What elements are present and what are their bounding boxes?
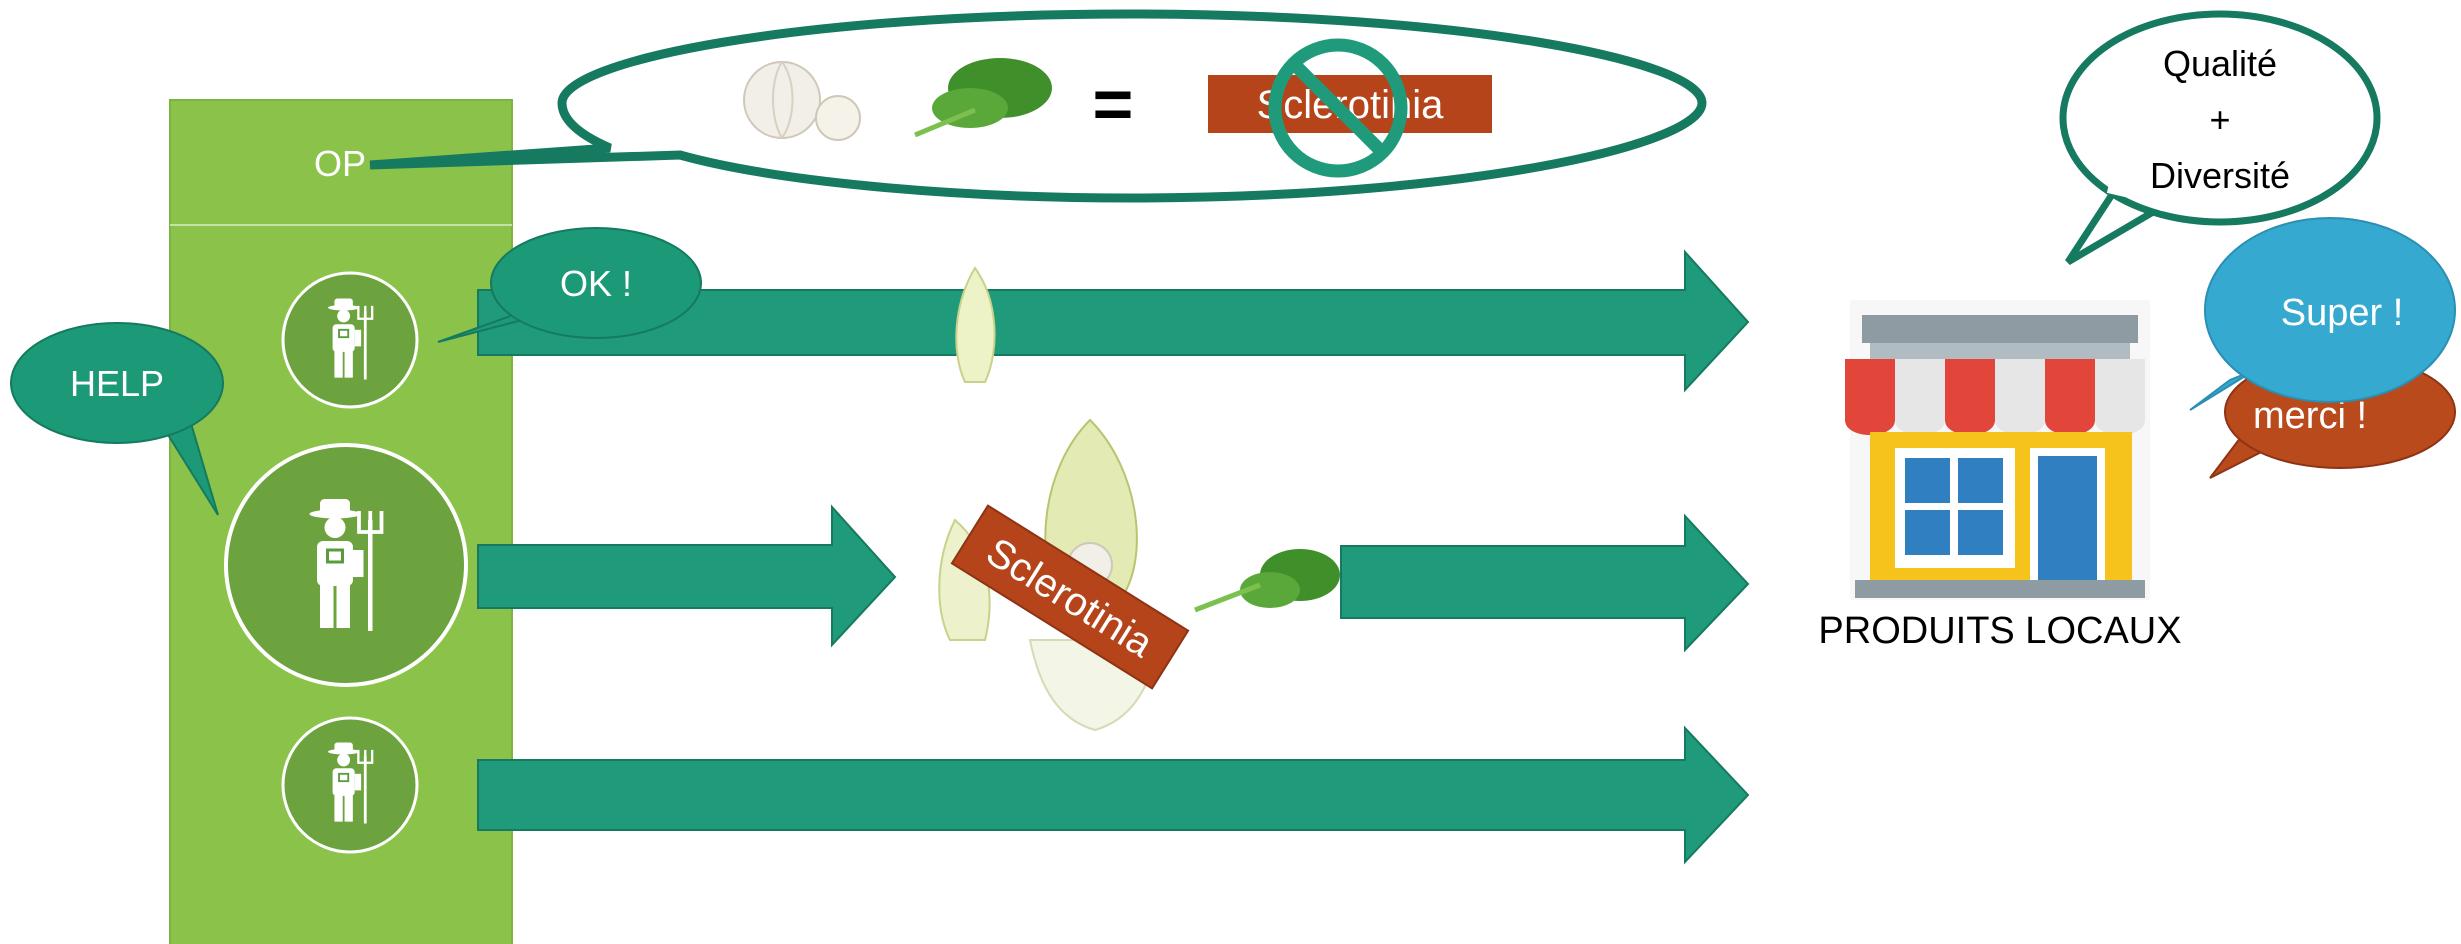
super-label: Super ! — [2281, 292, 2404, 334]
quality-line3: Diversité — [2150, 155, 2290, 196]
op-label: OP — [314, 143, 366, 184]
spinach-middle-icon — [1195, 549, 1340, 610]
arrow-bottom — [478, 728, 1748, 862]
quality-line2: + — [2209, 99, 2230, 140]
shop-label: PRODUITS LOCAUX — [1818, 610, 2181, 652]
shop-icon — [1845, 300, 2150, 600]
farmer-top-icon — [283, 273, 417, 407]
quality-line1: Qualité — [2163, 43, 2277, 84]
arrow-middle-right — [1341, 516, 1748, 650]
equals-sign: = — [1093, 65, 1134, 143]
farmer-bottom-icon — [283, 718, 417, 852]
ok-label: OK ! — [560, 263, 632, 304]
help-label: HELP — [70, 363, 164, 404]
farmer-middle-icon — [226, 445, 466, 685]
endive-small-icon — [956, 268, 994, 382]
arrow-middle-left — [478, 507, 895, 645]
